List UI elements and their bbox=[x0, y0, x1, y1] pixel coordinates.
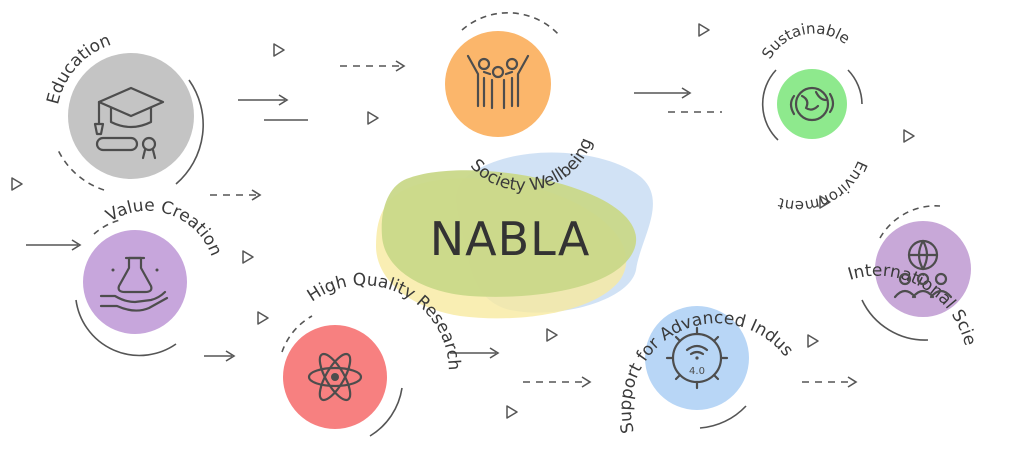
node-circle-society bbox=[445, 31, 551, 137]
people-celebrating-icon bbox=[466, 54, 530, 110]
blob-green bbox=[381, 170, 637, 297]
label-environment: Environment bbox=[776, 158, 871, 215]
graduation-cap-diploma-icon bbox=[93, 86, 165, 160]
globe-leaves-icon bbox=[789, 86, 835, 122]
svg-text:Environment: Environment bbox=[776, 158, 871, 215]
hand-flask-icon bbox=[99, 256, 169, 312]
nabla-blob: NABLA bbox=[376, 152, 653, 319]
svg-text:Sustainable: Sustainable bbox=[758, 19, 853, 62]
triangle-markers bbox=[11, 23, 915, 419]
node-circle-value bbox=[83, 230, 187, 334]
node-circle-sustainable bbox=[777, 69, 847, 139]
gear-wifi-4-0-icon: 4.0 bbox=[665, 326, 729, 390]
node-education: Education bbox=[43, 30, 204, 191]
connectors bbox=[26, 60, 858, 388]
atom-icon bbox=[307, 352, 363, 402]
node-value-creation: Value Creation bbox=[75, 196, 226, 357]
node-sustainable-environment: Sustainable Environment bbox=[758, 19, 871, 215]
svg-text:4.0: 4.0 bbox=[689, 366, 705, 377]
globe-people-icon bbox=[893, 239, 953, 299]
label-sustainable: Sustainable bbox=[758, 19, 853, 62]
center-label: NABLA bbox=[430, 212, 591, 266]
